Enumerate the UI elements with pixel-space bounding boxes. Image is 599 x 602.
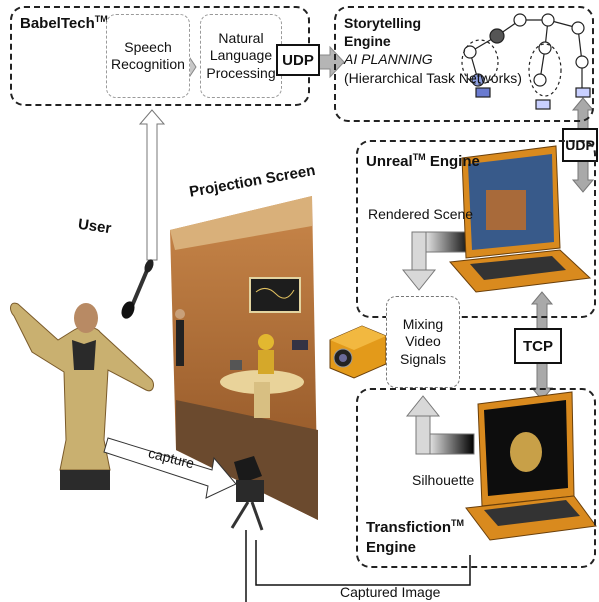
storytelling-title-2: Engine (344, 33, 391, 50)
arrow-udp-to-storytelling (317, 45, 345, 79)
task-network-tree-icon (461, 13, 591, 110)
unreal-box: UnrealTM Engine Rendered Scene (356, 140, 596, 318)
arrow-capture (103, 437, 237, 499)
speech-recognition-label: Speech Recognition (111, 38, 185, 73)
storytelling-text: Storytelling Engine AI PLANNING (Hierarc… (344, 14, 522, 87)
transfiction-title: TransfictionTM Engine (366, 518, 464, 557)
rendered-scene-label: Rendered Scene (368, 206, 474, 222)
user-figure (10, 302, 154, 490)
unreal-engine-text: Engine (425, 153, 480, 170)
projection-screen-scene (170, 196, 318, 520)
babeltech-title: BabelTechTM (20, 14, 108, 32)
microphone-icon (121, 259, 154, 319)
babeltech-box: BabelTechTM Speech Recognition Natural L… (10, 6, 310, 106)
transfiction-tm: TM (451, 518, 465, 528)
laptop-transfiction (465, 391, 597, 541)
captured-image-label: Captured Image (340, 584, 441, 600)
laptop-unreal (448, 145, 592, 293)
babeltech-tm: TM (94, 14, 108, 24)
storytelling-title-1: Storytelling (344, 15, 422, 31)
transfiction-box: Silhouette TransfictionTM Engine (356, 388, 596, 568)
transfiction-title-text: Transfiction (366, 519, 452, 536)
arrow-silhouette (405, 395, 475, 455)
arrow-rendered-scene (401, 231, 473, 291)
storytelling-box: Storytelling Engine AI PLANNING (Hierarc… (334, 6, 594, 122)
arrow-user-to-speech (138, 109, 166, 261)
projector-icon (329, 325, 387, 379)
mixing-label: Mixing Video Signals (400, 315, 446, 367)
unreal-title-text: Unreal (366, 153, 413, 170)
ai-planning-label: AI PLANNING (344, 51, 433, 68)
nlp-label: Natural Language Processing (206, 29, 276, 81)
udp-top-text: UDP (282, 51, 314, 69)
mixing-video-box: Mixing Video Signals (386, 296, 460, 388)
babeltech-title-text: BabelTech (20, 15, 95, 32)
unreal-tm: TM (412, 152, 426, 162)
speech-recognition-box: Speech Recognition (106, 14, 190, 98)
silhouette-label: Silhouette (412, 472, 475, 488)
camera-icon (230, 456, 264, 531)
htn-label: (Hierarchical Task Networks) (344, 69, 522, 86)
nlp-box: Natural Language Processing (200, 14, 282, 98)
tcp-label: TCP (514, 328, 562, 364)
tcp-text: TCP (523, 337, 553, 355)
udp-top-label: UDP (276, 44, 320, 76)
unreal-title: UnrealTM Engine (366, 152, 480, 170)
captured-image-path (245, 530, 471, 602)
transfiction-engine-text: Engine (366, 538, 417, 556)
